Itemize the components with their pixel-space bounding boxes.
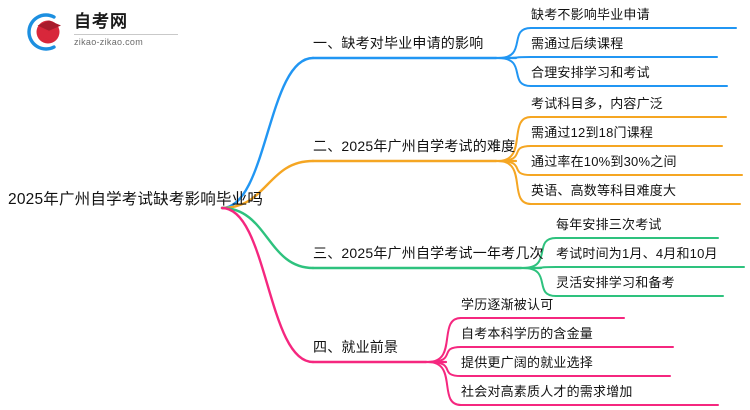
mindmap-leaf-4-3[interactable]: 提供更广阔的就业选择 <box>461 355 594 370</box>
site-logo: 自考网 zikao-zikao.com <box>24 10 184 54</box>
mindmap-leaf-3-3[interactable]: 灵活安排学习和备考 <box>556 275 675 290</box>
mindmap-leaf-3-1[interactable]: 每年安排三次考试 <box>556 217 662 232</box>
mindmap-branch-2[interactable]: 二、2025年广州自学考试的难度 <box>313 138 516 154</box>
logo-title: 自考网 <box>74 12 128 31</box>
mindmap-leaf-2-3[interactable]: 通过率在10%到30%之间 <box>531 154 677 169</box>
mindmap-branch-1[interactable]: 一、缺考对毕业申请的影响 <box>313 35 484 51</box>
mindmap-branch-4[interactable]: 四、就业前景 <box>313 339 399 355</box>
mindmap-leaf-1-2[interactable]: 需通过后续课程 <box>531 36 624 51</box>
mindmap-leaf-3-2[interactable]: 考试时间为1月、4月和10月 <box>556 246 718 261</box>
mindmap-leaf-4-2[interactable]: 自考本科学历的含金量 <box>461 326 594 341</box>
mindmap-leaf-2-1[interactable]: 考试科目多，内容广泛 <box>531 96 664 111</box>
logo-domain: zikao-zikao.com <box>74 37 144 47</box>
mindmap-root-topic[interactable]: 2025年广州自学考试缺考影响毕业吗 <box>8 191 264 208</box>
graduation-cap-icon <box>27 13 61 51</box>
mindmap-leaf-2-4[interactable]: 英语、高数等科目难度大 <box>531 183 677 198</box>
mindmap-leaf-1-1[interactable]: 缺考不影响毕业申请 <box>531 7 650 22</box>
mindmap-leaf-2-2[interactable]: 需通过12到18门课程 <box>531 125 654 140</box>
mindmap-leaf-1-3[interactable]: 合理安排学习和考试 <box>531 65 650 80</box>
mindmap-leaf-4-1[interactable]: 学历逐渐被认可 <box>461 297 554 312</box>
logo-divider <box>74 34 178 35</box>
mindmap-branch-3[interactable]: 三、2025年广州自学考试一年考几次 <box>313 245 544 261</box>
logo-text: 自考网 zikao-zikao.com <box>74 12 184 48</box>
mindmap-leaf-4-4[interactable]: 社会对高素质人才的需求增加 <box>461 384 633 399</box>
